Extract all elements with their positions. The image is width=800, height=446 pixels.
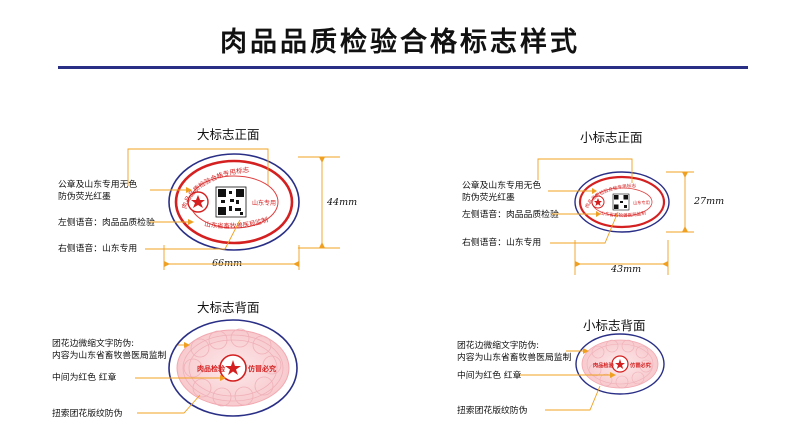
small-front-ann-seal: 公章及山东专用无色 防伪荧光红墨 — [462, 180, 541, 204]
small-front-width: 43mm — [611, 264, 642, 275]
small-front-guides — [537, 158, 694, 275]
title-divider — [58, 66, 748, 69]
small-front-ann-right: 右侧语音：山东专用 — [462, 238, 542, 248]
small-back-seal — [611, 355, 629, 373]
big-front-label: 肉品品质检验合格专用标志 山东省畜牧兽医局监制 山东专用 — [168, 153, 300, 251]
small-back-ann-center: 中间为红色 红章 — [457, 371, 522, 381]
big-front-ann-seal: 公章及山东专用无色 防伪荧光红墨 — [58, 179, 137, 203]
big-front-height: 44mm — [327, 197, 358, 208]
small-back-ann-pattern: 扭索团花版纹防伪 — [457, 406, 528, 416]
big-front-heading: 大标志正面 — [197, 127, 260, 142]
big-back-arrows — [184, 342, 226, 381]
emblem-icon — [187, 191, 209, 213]
small-front-ann-seal-line1: 公章及山东专用无色 — [462, 181, 542, 191]
small-back-guides — [520, 350, 610, 411]
qr-code-icon — [215, 186, 247, 218]
small-front-arc-bottom: 山东省畜牧兽医局监制 — [600, 209, 647, 219]
big-front-ann-right: 右侧语音：山东专用 — [58, 244, 138, 254]
small-back-pattern — [586, 339, 654, 389]
big-back-ann-micro-line2: 内容为山东省畜牧兽医局监制 — [52, 351, 167, 361]
small-front-ann-seal-line2: 防伪荧光红墨 — [462, 193, 515, 203]
big-back-right-text: 仿冒必究 — [248, 364, 276, 373]
small-back-ann-micro: 团花边微缩文字防伪: 内容为山东省畜牧兽医局监制 — [457, 340, 571, 364]
small-back-label: 肉品检验 仿冒必究 — [575, 333, 665, 395]
small-back-heading: 小标志背面 — [583, 318, 646, 333]
big-back-heading: 大标志背面 — [197, 300, 260, 315]
big-back-ann-micro-line1: 团花边微缩文字防伪: — [52, 339, 135, 349]
big-front-guides — [127, 148, 340, 270]
small-front-height: 27mm — [694, 196, 725, 207]
big-back-ann-center: 中间为红色 红章 — [52, 373, 117, 383]
small-emblem-icon — [591, 195, 605, 209]
big-front-ann-left: 左侧语音：肉品品质检验 — [58, 218, 155, 228]
small-front-arrows — [575, 172, 688, 267]
big-front-right-text: 山东专用 — [252, 199, 276, 207]
big-front-arrows — [164, 157, 325, 267]
small-front-right-text: 山东专用 — [633, 199, 650, 206]
small-front-heading: 小标志正面 — [580, 130, 643, 145]
small-qr-code-icon — [612, 193, 630, 211]
big-front-width: 66mm — [212, 258, 243, 269]
big-back-ann-pattern: 扭索团花版纹防伪 — [52, 409, 123, 419]
small-front-ann-left: 左侧语音：肉品品质检验 — [462, 210, 559, 220]
small-back-left-text: 肉品检验 — [593, 361, 615, 369]
big-back-guides — [135, 344, 220, 414]
small-back-arrows — [583, 348, 616, 378]
small-back-ann-micro-line2: 内容为山东省畜牧兽医局监制 — [457, 353, 572, 363]
big-back-ann-micro: 团花边微缩文字防伪: 内容为山东省畜牧兽医局监制 — [52, 338, 166, 362]
small-back-right-text: 仿冒必究 — [630, 361, 652, 369]
big-back-seal — [219, 354, 247, 382]
small-back-ann-micro-line1: 团花边微缩文字防伪: — [457, 341, 540, 351]
big-back-left-text: 肉品检验 — [197, 364, 226, 373]
page-title: 肉品品质检验合格标志样式 — [220, 27, 580, 58]
big-back-label: 肉品检验 仿冒必究 — [168, 319, 298, 417]
big-front-ann-seal-line2: 防伪荧光红墨 — [58, 192, 111, 202]
big-front-ann-seal-line1: 公章及山东专用无色 — [58, 180, 138, 190]
big-back-pattern — [182, 328, 284, 407]
small-front-label: 肉品品质检验合格专用标志 山东省畜牧兽医局监制 山东专用 — [574, 171, 670, 233]
